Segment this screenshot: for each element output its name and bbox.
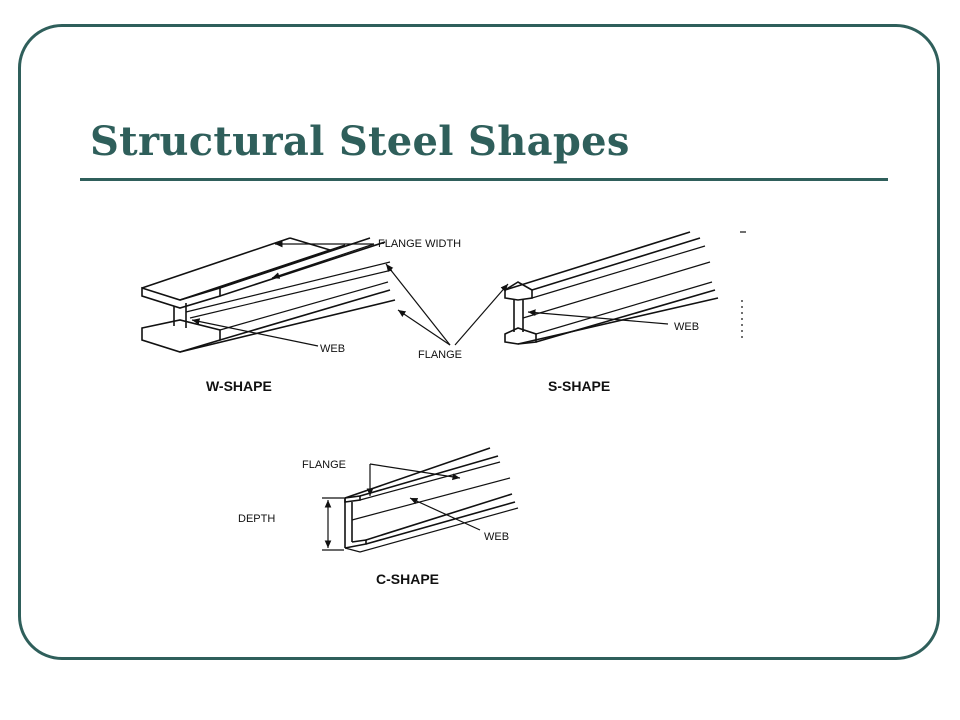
label-web-s: WEB (674, 321, 699, 333)
leader-lines (191, 240, 669, 531)
label-depth: DEPTH (238, 513, 275, 525)
label-flange-width: FLANGE WIDTH (378, 238, 461, 250)
label-flange-c: FLANGE (302, 459, 346, 471)
label-web-c: WEB (484, 531, 509, 543)
label-web-w: WEB (320, 343, 345, 355)
caption-w-shape: W-SHAPE (206, 378, 272, 394)
w-shape-drawing (141, 237, 396, 353)
caption-c-shape: C-SHAPE (376, 571, 439, 587)
s-shape-drawing (504, 231, 746, 345)
caption-s-shape: S-SHAPE (548, 378, 610, 394)
slide-title: Structural Steel Shapes (90, 118, 630, 165)
c-shape-drawing (322, 447, 519, 553)
title-underline (80, 178, 888, 181)
label-flange: FLANGE (418, 349, 462, 361)
slide-frame (18, 24, 940, 660)
